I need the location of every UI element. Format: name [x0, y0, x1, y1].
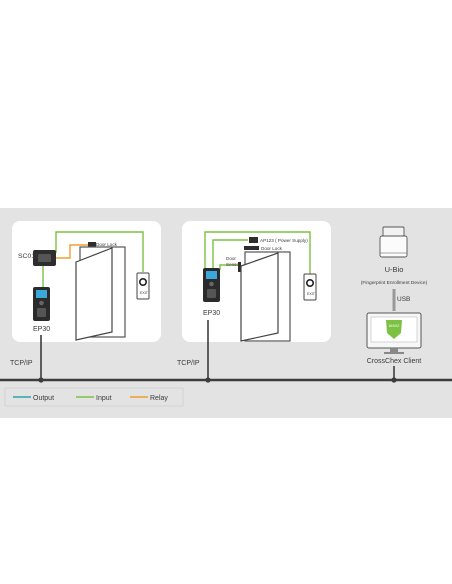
mid-door-lock-label: Door Lock	[261, 246, 283, 251]
mid-ep30-reader	[203, 268, 220, 302]
door-sensor	[238, 262, 241, 272]
left-door-lock	[88, 242, 96, 247]
u-bio-device	[379, 226, 408, 258]
usb-label: USB	[397, 296, 410, 303]
u-bio-subtitle: (Fingerprint Enrollment Device)	[361, 280, 428, 286]
anviz-shield-icon	[386, 320, 402, 339]
right-bus-node	[391, 377, 397, 383]
left-exit-label: EXIT	[140, 291, 149, 295]
left-exit-button	[136, 272, 150, 300]
mid-sensor-wire	[219, 264, 238, 270]
crosschex-client-label: CrossChex Client	[367, 358, 422, 365]
mid-exit-button	[303, 273, 317, 301]
mid-door-lock	[244, 246, 259, 250]
left-input-wire	[55, 231, 144, 272]
door-sensor-label-2: Sensor	[226, 262, 241, 267]
left-door-lock-label: Door Lock	[96, 242, 118, 247]
mid-exit-label: EXIT	[307, 292, 316, 296]
power-supply-label: AP123 ( Power Supply)	[260, 238, 308, 243]
mid-door	[240, 251, 291, 342]
legend-box	[4, 387, 184, 407]
mid-tcpip-label: TCP/IP	[177, 360, 200, 367]
left-bus-node	[38, 377, 44, 383]
door-sensor-label-1: Door	[226, 256, 236, 261]
legend-output-label: Output	[33, 395, 54, 402]
left-ep30-label: EP30	[33, 326, 50, 333]
screen-badge-text: ANVIZ	[389, 324, 400, 328]
legend: Output Input Relay	[13, 395, 168, 402]
left-relay-wire	[56, 244, 88, 259]
u-bio-title: U-Bio	[385, 265, 404, 274]
legend-relay-label: Relay	[150, 395, 168, 402]
legend-input-label: Input	[96, 395, 112, 402]
ap123-power-supply	[249, 237, 258, 243]
mid-ep30-label: EP30	[203, 310, 220, 317]
sc011-label: SC011	[18, 253, 38, 260]
left-tcpip-label: TCP/IP	[10, 360, 33, 367]
left-ep30-reader	[33, 287, 50, 321]
left-door	[75, 246, 126, 341]
mid-power-wire	[212, 239, 248, 270]
sc011-controller	[33, 250, 56, 266]
mid-bus-node	[205, 377, 211, 383]
crosschex-computer: ANVIZ	[366, 312, 422, 354]
mid-input-wire	[204, 231, 311, 274]
